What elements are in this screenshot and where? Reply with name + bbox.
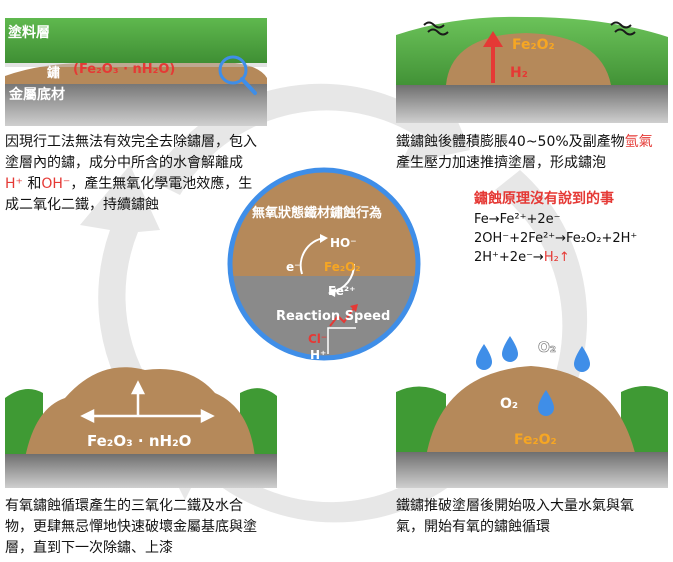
coating-label: 塗料層	[8, 25, 50, 41]
caption-line: 氣，開始有氧的鏽蝕循環	[396, 519, 550, 535]
center-circle: 無氧狀態鐵材鏽蝕行為 HO⁻ e⁻ Fe₂O₂ Fe²⁺ Reaction Sp…	[224, 164, 424, 364]
equation-1: Fe→Fe²⁺+2e⁻	[474, 212, 561, 227]
rust-formula: (Fe₂O₃ · nH₂O)	[73, 62, 176, 77]
equation-lhs: 2H⁺+2e⁻→	[474, 250, 544, 265]
h2-label: H₂	[510, 65, 528, 81]
center-fe2o2: Fe₂O₂	[324, 260, 361, 274]
fe2o2-label: Fe₂O₂	[512, 37, 555, 53]
magnifier-icon	[218, 55, 257, 95]
caption-line: 成二氧化二鐵，持續鏽蝕	[5, 197, 159, 213]
panel3-formula: Fe₂O₃ · nH₂O	[87, 432, 192, 450]
caption-text: 鐵鏽蝕後體積膨脹40~50%及副產物	[396, 134, 625, 150]
up-arrow-icon	[483, 31, 503, 83]
rust-label: 鏽	[47, 66, 61, 81]
water-drop-icon	[476, 336, 590, 416]
panel-aerobic-rust: Fe₂O₃ · nH₂O	[5, 338, 277, 488]
caption-line: 因現行工法無法有效完全去除鏽層，包入	[5, 134, 257, 150]
caption-line: H⁺ 和OH⁻，產生無氧化學電池效應，生	[5, 174, 275, 195]
ho-label: HO⁻	[330, 236, 357, 250]
base-label: 金屬底材	[9, 87, 65, 103]
panel-coated-rust: 塗料層 鏽 (Fe₂O₃ · nH₂O) 金屬底材	[5, 18, 267, 126]
h-ion: H⁺	[5, 176, 23, 192]
hydrogen-word: 氫氣	[624, 134, 653, 150]
oh-ion: OH⁻	[41, 176, 71, 192]
equation-rhs: H₂↑	[543, 250, 570, 265]
caption-text: 和	[22, 176, 42, 192]
panel4-fe2o2: Fe₂O₂	[514, 432, 557, 448]
o2-inner-label: O₂	[500, 396, 519, 412]
electron-label: e⁻	[286, 260, 301, 274]
caption-line: 物，更肆無忌憚地快速破壞金屬基底與塗	[5, 519, 257, 535]
caption-line: 產生壓力加速推擠塗層，形成鏽泡	[396, 155, 606, 171]
fe2plus-label: Fe²⁺	[328, 284, 356, 298]
panel2-caption: 鐵鏽蝕後體積膨脹40~50%及副產物氫氣 產生壓力加速推擠塗層，形成鏽泡	[396, 132, 671, 174]
wave-icon	[423, 21, 636, 36]
panel3-caption: 有氧鏽蝕循環產生的三氧化二鐵及水合 物，更肆無忌憚地快速破壞金屬基底與塗 層，直…	[5, 496, 280, 559]
caption-line: 塗層內的鏽，成分中所含的水會解離成	[5, 155, 243, 171]
caption-text: ，產生無氧化學電池效應，生	[70, 176, 253, 192]
cl-label: Cl⁻	[308, 332, 328, 346]
panel4-caption: 鐵鏽推破塗層後開始吸入大量水氣與氧 氣，開始有氧的鏽蝕循環	[396, 496, 671, 538]
caption-line: 鐵鏽推破塗層後開始吸入大量水氣與氧	[396, 498, 634, 514]
caption-line: 有氧鏽蝕循環產生的三氧化二鐵及水合	[5, 498, 243, 514]
expansion-arrows-icon	[80, 380, 215, 424]
panel1-caption: 因現行工法無法有效完全去除鏽層，包入 塗層內的鏽，成分中所含的水會解離成 H⁺ …	[5, 132, 275, 216]
caption-line: 鐵鏽蝕後體積膨脹40~50%及副產物氫氣	[396, 132, 671, 153]
trend-chart-icon	[327, 304, 358, 354]
equation-2: 2OH⁻+2Fe²⁺→Fe₂O₂+2H⁺	[474, 231, 638, 246]
equation-3: 2H⁺+2e⁻→H₂↑	[474, 248, 570, 267]
hplus-label: H⁺	[310, 348, 327, 362]
o2-top-label: O₂	[538, 340, 557, 357]
speed-label: Reaction Speed	[276, 309, 391, 324]
center-title: 無氧狀態鐵材鏽蝕行為	[252, 206, 383, 221]
caption-line: 層，直到下一次除鏽、上漆	[5, 540, 173, 556]
panel-broken-coating: O₂ O₂ Fe₂O₂	[396, 332, 668, 488]
equations-title: 鏽蝕原理沒有說到的事	[474, 191, 614, 207]
panel-rust-bubble: Fe₂O₂ H₂	[396, 5, 668, 123]
